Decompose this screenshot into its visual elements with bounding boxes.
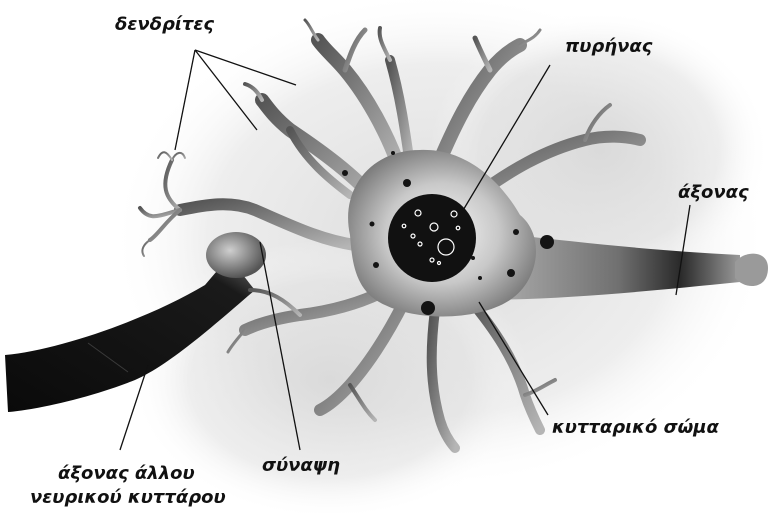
label-axon: άξονας xyxy=(678,182,749,203)
synaptic-knob xyxy=(206,232,266,278)
nucleus xyxy=(388,194,476,282)
label-dendrites: δενδρίτες xyxy=(115,14,214,35)
label-other-axon-line2: νευρικού κυττάρου xyxy=(30,487,226,508)
label-cell-body: κυτταρικό σώμα xyxy=(552,417,720,438)
label-other-axon-line1: άξονας άλλου xyxy=(58,463,195,484)
label-synapse: σύναψη xyxy=(262,455,340,476)
label-nucleus: πυρήνας xyxy=(565,36,653,57)
